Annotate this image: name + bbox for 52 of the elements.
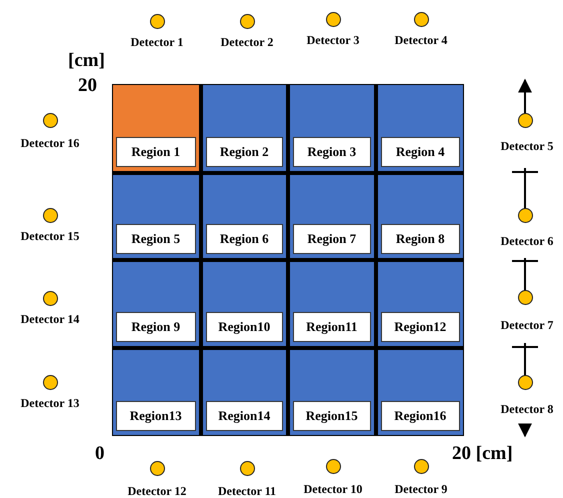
axis-tick-label: 0 [95,443,104,465]
detector-label: Detector 10 [304,482,362,497]
detector-label: Detector 12 [128,484,186,498]
region-cell [378,350,463,435]
region-cell [202,174,286,258]
region-cell [113,174,198,258]
detector-label: Detector 3 [306,33,360,48]
region-label: Region 9 [116,312,196,342]
region-cell [378,174,463,258]
region-label: Region 4 [380,136,460,166]
detector-label: Detector 8 [500,402,554,417]
axis-tick-label: 20 [cm] [452,443,513,465]
axis-unit: [cm] [68,50,105,72]
region-cell [202,262,286,346]
detector-label: Detector 9 [394,482,448,497]
detector-label: Detector 14 [20,312,80,327]
detector-label: Detector 11 [218,484,276,498]
detector-label: Detector 5 [500,139,554,154]
region-label: Region16 [380,401,460,431]
detector-label: Detector 2 [220,35,274,50]
detector-label: Detector 6 [500,234,554,249]
region-cell [113,262,198,346]
detector-label: Detector 7 [500,318,554,333]
region-cell [202,350,286,435]
region-cell [378,85,463,170]
detector-label: Detector 15 [20,229,80,244]
axis-tick-label: 20 [78,75,97,97]
region-cell [290,85,374,170]
region-label: Region10 [206,312,283,342]
region-label: Region13 [116,401,196,431]
region-label: Region 7 [293,224,370,254]
region-cell [113,350,198,435]
region-cell [290,262,374,346]
detector-label: Detector 4 [394,33,448,48]
region-label: Region 6 [206,224,283,254]
detector-label: Detector 16 [20,136,80,151]
region-label: Region 8 [380,224,460,254]
region-label: Region11 [293,312,370,342]
region-cell [290,174,374,258]
region-cell [290,350,374,435]
region-label: Region15 [293,401,370,431]
region-label: Region 1 [116,136,196,166]
region-label: Region 5 [116,224,196,254]
region-cell [113,85,198,170]
detector-label: Detector 1 [130,35,184,50]
region-label: Region 3 [293,136,370,166]
region-label: Region 2 [206,136,283,166]
region-label: Region12 [380,312,460,342]
detector-label: Detector 13 [20,396,80,411]
region-cell [202,85,286,170]
region-cell [378,262,463,346]
region-label: Region14 [206,401,283,431]
